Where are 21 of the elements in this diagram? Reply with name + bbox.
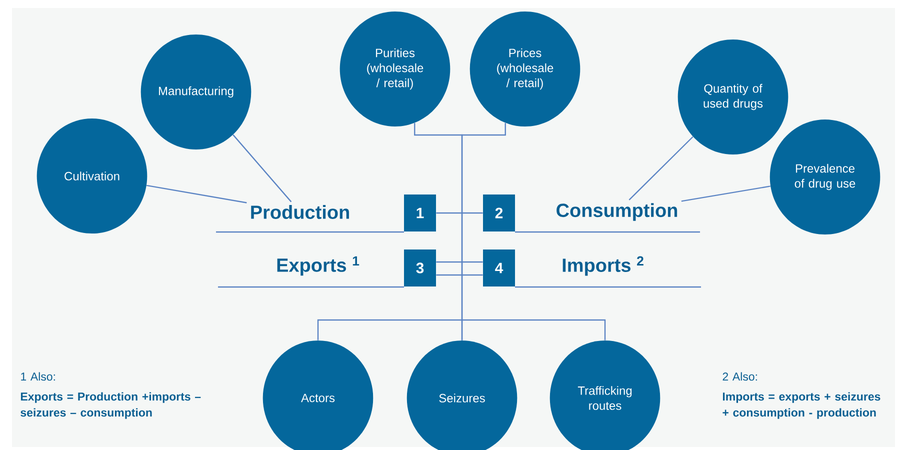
- heading-text: Exports $^{1}$: [277, 256, 360, 276]
- leader-line: [232, 134, 292, 202]
- footnote-marker: 1 Also:: [21, 372, 55, 381]
- heading-text: Imports $^{2}$: [562, 256, 644, 276]
- number-box: 1: [404, 194, 436, 232]
- number-box: 3: [404, 250, 436, 286]
- footnote-marker: 2 Also:: [722, 372, 757, 381]
- connector-line: [317, 319, 606, 340]
- number-box: 2: [483, 194, 515, 232]
- footnote-formula: Exports = Production +imports – seizures – consumption: [20, 392, 201, 419]
- heading-text: Production: [251, 205, 349, 219]
- footnote-formula: Imports = exports + seizures + consumption - production: [722, 392, 880, 419]
- leader-line: [681, 186, 770, 202]
- heading-text: Consumption: [556, 203, 678, 221]
- leader-line: [146, 184, 247, 204]
- connector-line: [436, 274, 483, 276]
- leader-line: [628, 136, 694, 200]
- connector-line: [436, 212, 483, 214]
- number-box: 4: [483, 250, 515, 286]
- connector-line: [461, 122, 506, 340]
- connector-line: [436, 261, 483, 263]
